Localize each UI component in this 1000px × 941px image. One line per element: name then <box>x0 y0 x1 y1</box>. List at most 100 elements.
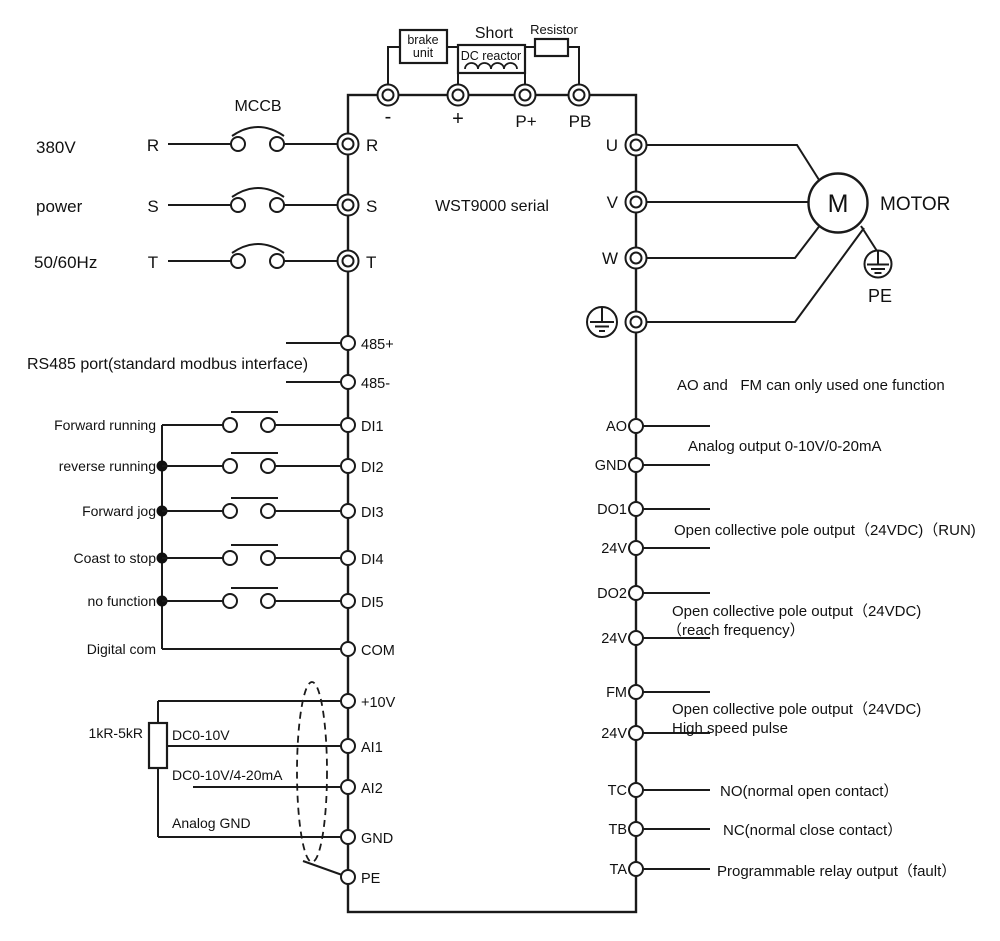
breaker-arc-icon <box>231 243 285 254</box>
switch-contact-icon <box>260 550 276 566</box>
di5-row: no function DI5 <box>88 587 384 611</box>
power-input-section: 380V power 50/60Hz MCCB R R S S T <box>34 98 378 273</box>
terminal-dc-minus-label: - <box>385 106 392 128</box>
terminal-DI2 <box>340 458 356 474</box>
terminal-COM-label: COM <box>361 643 395 659</box>
switch-contact-icon <box>222 503 238 519</box>
terminal-S-label: S <box>366 197 377 216</box>
terminal-TA-label: TA <box>610 862 628 878</box>
terminal-FM-label: FM <box>606 685 627 701</box>
phase-T-label: T <box>148 253 158 272</box>
brake-unit-box <box>398 28 449 65</box>
inductor-coil-icon <box>464 62 518 70</box>
wire-resistor-right <box>568 46 580 95</box>
motor-output-section: M MOTOR PE U V W <box>586 133 950 338</box>
terminal-pplus-label: P+ <box>515 112 536 131</box>
switch-contact-icon <box>222 458 238 474</box>
resistor-label: Resistor <box>530 22 578 37</box>
terminal-10V-label: +10V <box>361 695 396 711</box>
inverter-model-label: WST9000 serial <box>435 198 549 215</box>
wire-motor-pe <box>860 225 878 252</box>
breaker-contact-icon <box>230 253 246 269</box>
di3-function-label: Forward jog <box>82 503 156 519</box>
terminal-PE-left-label: PE <box>361 871 381 887</box>
do1-description: Open collective pole output（24VDC)（RUN) <box>674 522 976 539</box>
terminal-V-label: V <box>607 193 619 212</box>
dc-reactor-label: DC reactor <box>461 49 521 63</box>
terminal-PE-left <box>340 869 356 885</box>
breaker-contact-icon <box>269 197 285 213</box>
wire-brake-left <box>387 46 400 95</box>
brake-unit-label-2: unit <box>413 46 434 60</box>
terminal-R-label: R <box>366 136 378 155</box>
terminal-485plus <box>340 335 356 351</box>
motor-circle-icon <box>807 172 869 234</box>
ao-fm-note: AO and FM can only used one function <box>677 377 945 394</box>
ai2-signal-label: DC0-10V/4-20mA <box>172 767 283 783</box>
terminal-24V-3-label: 24V <box>601 726 627 742</box>
resistor-box <box>533 37 570 58</box>
fm-description-1: Open collective pole output（24VDC) <box>672 701 921 718</box>
cable-shield-icon <box>296 681 328 863</box>
terminal-AI2 <box>340 779 356 795</box>
terminal-W-label: W <box>602 249 618 268</box>
do2-description-1: Open collective pole output（24VDC) <box>672 603 921 620</box>
switch-contact-icon <box>260 503 276 519</box>
dc-bus-section: brake unit Short DC reactor Resistor - +… <box>376 22 591 131</box>
terminal-TB-label: TB <box>608 822 627 838</box>
terminal-T <box>336 249 360 273</box>
terminal-V <box>624 190 648 214</box>
terminal-DI5-label: DI5 <box>361 595 384 611</box>
terminal-AO-label: AO <box>606 419 627 435</box>
di4-row: Coast to stop DI4 <box>74 544 384 568</box>
terminal-DI2-label: DI2 <box>361 460 384 476</box>
brake-unit-label-1: brake <box>407 33 438 47</box>
di3-row: Forward jog DI3 <box>82 497 384 521</box>
terminal-COM <box>340 641 356 657</box>
breaker-contact-icon <box>230 197 246 213</box>
terminal-DI4 <box>340 550 356 566</box>
power-voltage-label: 380V <box>36 138 76 157</box>
terminal-DI4-label: DI4 <box>361 552 384 568</box>
power-source-label: power <box>36 197 83 216</box>
terminal-dc-plus <box>446 83 470 107</box>
terminal-W <box>624 246 648 270</box>
tb-description: NC(normal close contact） <box>723 822 902 839</box>
terminal-dc-plus-label: + <box>452 108 464 130</box>
motor-pe-label: PE <box>868 286 892 306</box>
terminal-U-label: U <box>606 136 618 155</box>
terminal-AO <box>628 418 644 434</box>
terminal-24V-3 <box>628 725 644 741</box>
di2-function-label: reverse running <box>59 458 156 474</box>
potentiometer-icon <box>147 721 169 770</box>
wire-U <box>636 144 822 184</box>
terminal-GND-analog-label: GND <box>361 831 393 847</box>
power-frequency-label: 50/60Hz <box>34 253 97 272</box>
com-row: Digital com COM <box>87 641 395 659</box>
inverter-body <box>346 93 638 914</box>
di5-function-label: no function <box>88 593 157 609</box>
digital-com-label: Digital com <box>87 641 156 657</box>
di1-row: Forward running DI1 <box>54 411 384 435</box>
short-label: Short <box>475 25 514 42</box>
switch-contact-icon <box>260 593 276 609</box>
terminal-24V-1 <box>628 540 644 556</box>
ai1-signal-label: DC0-10V <box>172 727 230 743</box>
outputs-section: AO and FM can only used one function AO … <box>595 377 976 880</box>
motor-label: MOTOR <box>880 194 950 215</box>
terminal-24V-1-label: 24V <box>601 541 627 557</box>
analog-out-description: Analog output 0-10V/0-20mA <box>688 438 881 455</box>
terminal-AI1 <box>340 738 356 754</box>
terminal-GND-out-label: GND <box>595 458 627 474</box>
terminal-DI3 <box>340 503 356 519</box>
wire-W <box>636 223 822 259</box>
terminal-10V <box>340 693 356 709</box>
terminal-pplus <box>513 83 537 107</box>
pe-ground-icon <box>863 249 893 279</box>
terminal-DO2-label: DO2 <box>597 586 627 602</box>
switch-contact-icon <box>260 458 276 474</box>
terminal-24V-2-label: 24V <box>601 631 627 647</box>
terminal-TB <box>628 821 644 837</box>
switch-contact-icon <box>222 550 238 566</box>
